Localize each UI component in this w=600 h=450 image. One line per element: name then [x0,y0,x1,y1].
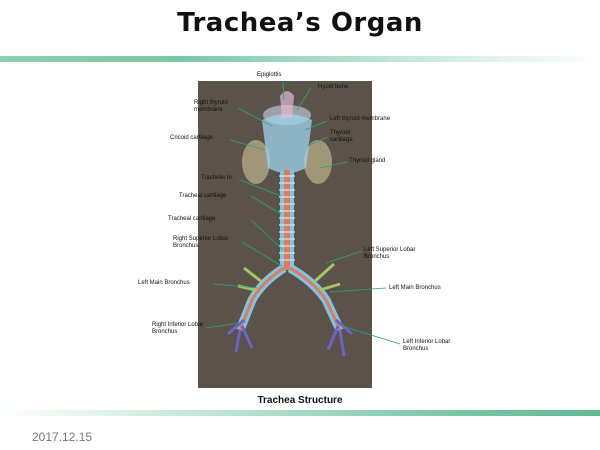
label-right-superior-lobar-bronchus: Right Superior Lobar Bronchus [173,236,229,249]
label-left-thyroid-membrane: Left thyroid membrane [330,116,391,122]
left-main-bronchus-core [289,266,342,331]
larynx-shape [262,114,312,173]
top-accent-bar [0,56,600,62]
label-thyroid-gland: Thyroid gland [349,158,386,164]
right-main-bronchus-core [238,266,285,331]
leader-lines [205,81,401,345]
label-tracheal-cartilage-2: Tracheal cartilage [168,216,216,222]
label-right-thyroid-membrane: Right thyroid membrane [194,100,228,113]
bottom-accent-bar [0,410,600,416]
label-left-superior-lobar-bronchus: Left Superior Lobar Bronchus [364,247,416,260]
slide-date: 2017.12.15 [32,430,93,444]
label-trachealis-m: Trachelis m. [201,175,234,181]
label-left-main-bronchus-1: Left Main Bronchus [138,280,190,286]
left-superior-branch [312,262,341,292]
right-main-bronchus [235,264,287,332]
left-main-bronchus [287,264,345,332]
label-thyroid-cartilage: Thyroid cartilage [330,130,353,143]
trachea-core [284,170,290,270]
label-left-inferior-lobar-bronchus: Left Inferior Lobar Bronchus [403,339,451,352]
thyroid-lobe-right [304,140,332,184]
right-inferior-branches [227,318,254,353]
slide-title: Trachea’s Organ [177,8,423,38]
tracheal-rings [279,175,295,261]
label-epiglottis: Epiglottis [257,72,282,78]
thyroid-lobe-left [242,140,270,184]
epiglottis-shape [280,91,294,118]
label-cricoid-cartilage: Cricoid cartilage [170,135,214,141]
left-inferior-branches [326,318,353,357]
figure-caption: Trachea Structure [257,395,343,406]
label-right-inferior-lobar-bronchus: Right Inferior Lobar Bronchus [152,322,204,335]
label-hyoid-bone: Hyoid bone [318,84,349,90]
label-left-main-bronchus-2: Left Main Bronchus [389,285,441,291]
label-tracheal-cartilage-1: Tracheal cartilage [179,193,227,199]
